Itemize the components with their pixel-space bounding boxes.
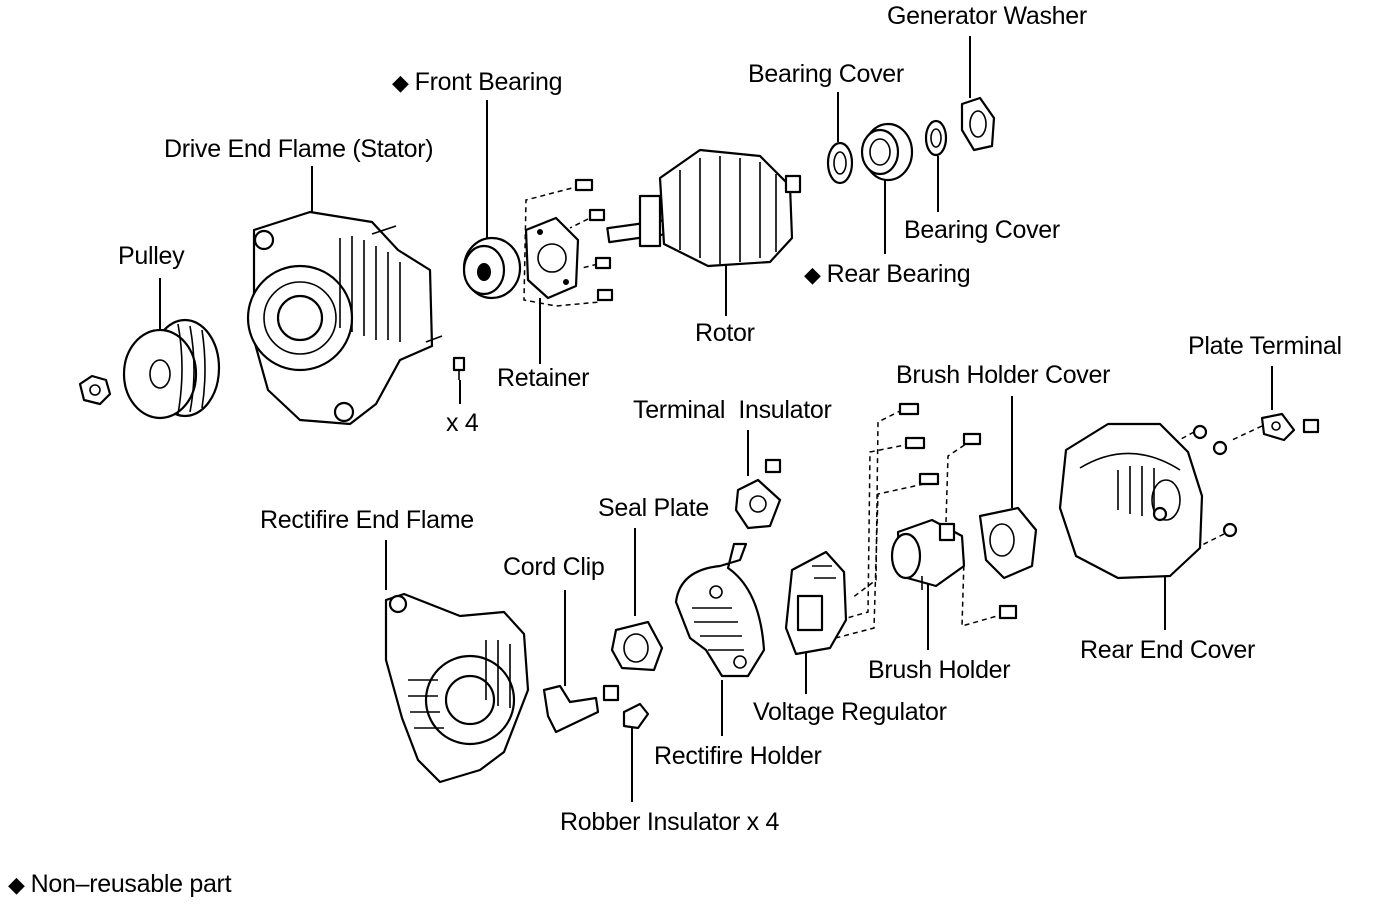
bearing-cover-right-part [924, 119, 948, 157]
label-front-bearing-text: Front Bearing [414, 68, 563, 96]
brush-holder-part [890, 518, 966, 590]
brush-holder-cover-part [978, 506, 1038, 580]
rotor-part [606, 148, 802, 268]
rear-bearing-part [860, 122, 914, 182]
label-brush-holder: Brush Holder [868, 656, 1011, 684]
label-drive-end-flame: Drive End Flame (Stator) [164, 135, 434, 163]
label-bearing-cover-top: Bearing Cover [748, 60, 904, 88]
plate-terminal-part [1260, 412, 1320, 442]
label-generator-washer: Generator Washer [887, 2, 1087, 30]
leader-lines [159, 36, 1273, 802]
label-rotor: Rotor [695, 319, 755, 347]
label-plate-terminal: Plate Terminal [1188, 332, 1342, 360]
terminal-insulator-part [734, 458, 782, 530]
front-bearing-part [462, 236, 522, 300]
nut-part [78, 374, 112, 406]
rear-end-cover-part [1058, 422, 1238, 580]
bolt-part [452, 356, 466, 380]
pulley-part [122, 318, 221, 420]
seal-plate-part [610, 620, 664, 672]
voltage-regulator-part [784, 550, 848, 656]
screw-parts [574, 178, 614, 302]
generator-washer-part [960, 96, 996, 152]
label-front-bearing: ◆Front Bearing [392, 68, 563, 97]
label-brush-holder-cover: Brush Holder Cover [896, 361, 1111, 389]
label-retainer: Retainer [497, 364, 590, 392]
legend: ◆Non–reusable part [8, 870, 232, 899]
rectifier-end-frame-part [384, 592, 530, 784]
label-seal-plate: Seal Plate [598, 494, 709, 522]
label-rectifire-holder: Rectifire Holder [654, 742, 822, 770]
label-pulley: Pulley [118, 242, 185, 270]
legend-symbol: ◆ [8, 872, 25, 897]
retainer-part [524, 216, 580, 300]
regulator-screw-parts [898, 402, 1018, 620]
label-rear-bearing-text: Rear Bearing [826, 260, 971, 288]
non-reusable-marker: ◆ [392, 70, 409, 95]
rectifier-holder-part [674, 542, 766, 678]
cord-clip-part [542, 684, 620, 734]
label-rear-bearing: ◆Rear Bearing [804, 260, 971, 289]
legend-text: Non–reusable part [30, 870, 232, 898]
label-rear-end-cover: Rear End Cover [1080, 636, 1256, 664]
bearing-cover-top-part [826, 141, 854, 185]
label-cord-clip: Cord Clip [503, 553, 605, 581]
label-robber-insulator: Robber Insulator x 4 [560, 808, 780, 836]
label-voltage-regulator: Voltage Regulator [753, 698, 947, 726]
label-x4-bolts: x 4 [446, 409, 479, 437]
label-terminal-insulator: Terminal Insulator [633, 396, 832, 424]
label-rectifire-end-flame: Rectifire End Flame [260, 506, 474, 534]
label-bearing-cover-right: Bearing Cover [904, 216, 1060, 244]
rubber-insulator-part [622, 702, 650, 730]
non-reusable-marker: ◆ [804, 262, 821, 287]
drive-end-frame-part [246, 210, 443, 426]
